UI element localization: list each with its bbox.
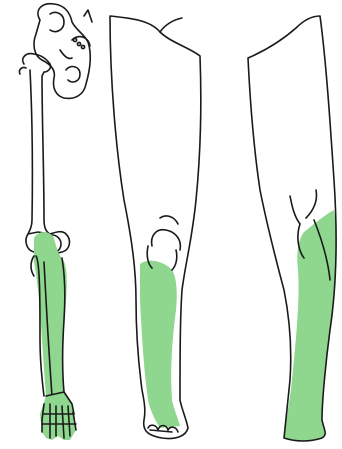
- leg-front-view: [110, 16, 201, 439]
- back-highlight: [284, 210, 336, 441]
- skeleton-view: [19, 4, 92, 440]
- leg-back-view: [248, 16, 336, 441]
- femur: [19, 54, 50, 234]
- foot-bones: [40, 392, 76, 440]
- lower-leg-bones: [31, 232, 67, 398]
- front-highlight: [140, 261, 180, 428]
